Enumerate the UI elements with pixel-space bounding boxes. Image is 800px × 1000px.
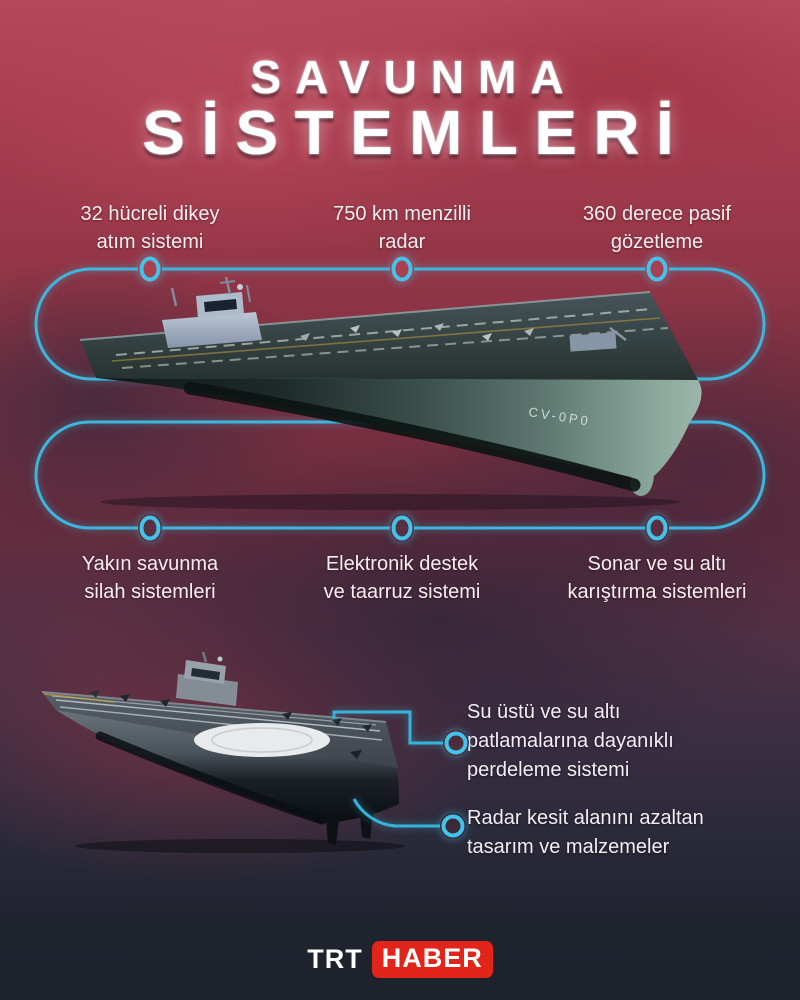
hull-code-text: CV-0P0 [528,404,592,429]
title-line-1: SAVUNMA [250,51,578,103]
stadium-outline-top [34,267,766,381]
connector-ring [390,514,414,542]
trt-wordmark: TRT [307,944,363,974]
label-vertical-launch: 32 hücreli dikey atım sistemi [80,203,220,254]
label-electronic-warfare: Elektronik destek ve taarruz sistemi [323,553,481,604]
connector-ring [138,255,162,283]
title-line-2: SİSTEMLERİ [142,99,691,168]
connector-ring [645,255,669,283]
connector-ring [440,813,466,839]
connector-ring [138,514,162,542]
stadium-outline-bottom [34,420,766,530]
trt-haber-logo: TRT HABER [0,941,800,978]
label-ciws: Yakın savunma silah sistemleri [81,553,219,604]
label-radar-range: 750 km menzilli radar [333,203,471,254]
label-sonar-jamming: Sonar ve su altı karıştırma sistemleri [567,553,747,604]
connector-ring [645,514,669,542]
connector-ring [390,255,414,283]
label-passive-surveillance: 360 derece pasif gözetleme [583,203,731,254]
connector-ring [443,730,469,756]
haber-badge: HABER [371,941,493,978]
label-blast-resistant-screening: Su üstü ve su altı patlamalarına dayanık… [467,701,674,781]
aircraft-carrier-illustration: CV-0P0 [79,276,702,510]
label-radar-cross-section: Radar kesit alanını azaltan tasarım ve m… [467,807,704,858]
stealth-carrier-illustration [41,652,405,853]
